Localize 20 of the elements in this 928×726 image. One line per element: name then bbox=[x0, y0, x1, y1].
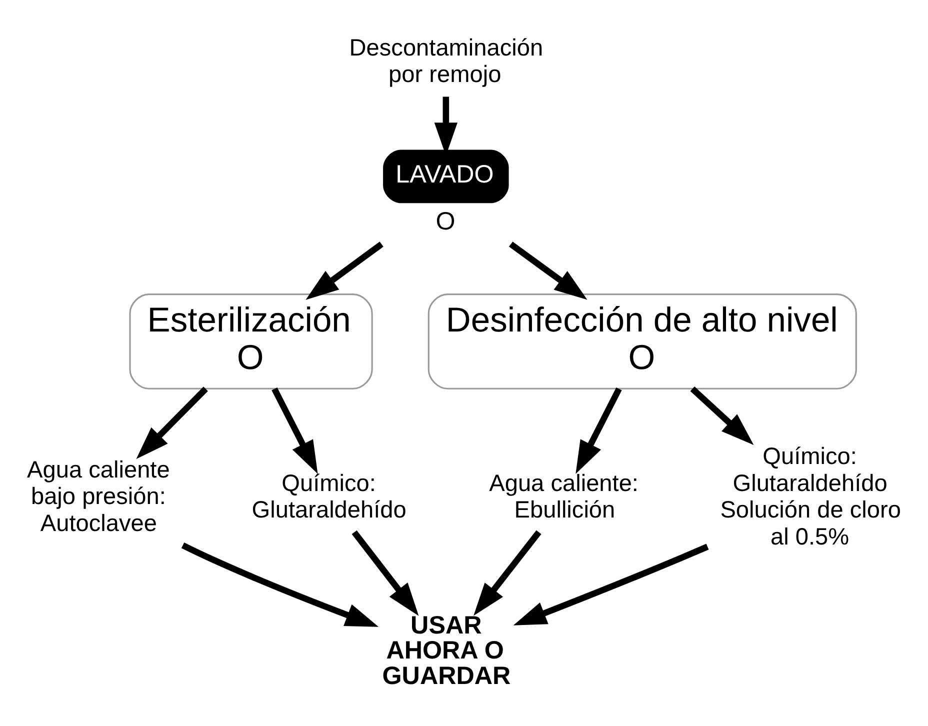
arrow bbox=[306, 241, 384, 300]
node-text: Agua caliente bajo presión: Autoclavee bbox=[27, 456, 170, 536]
node-text: Químico: Glutaraldehído bbox=[252, 469, 406, 522]
node-box: Esterilización O bbox=[129, 293, 373, 389]
node-box: LAVADO bbox=[383, 149, 509, 203]
node-text: Descontaminación por remojo bbox=[349, 34, 544, 87]
arrow bbox=[508, 241, 588, 300]
arrow bbox=[272, 386, 318, 474]
node-label: O bbox=[436, 207, 456, 236]
arrow bbox=[576, 386, 622, 474]
arrow bbox=[181, 542, 379, 626]
node-box: Desinfección de alto nivel O bbox=[428, 293, 857, 389]
node-text: Químico: Glutaraldehído Solución de cloro al 0.5% bbox=[720, 442, 901, 549]
arrow bbox=[513, 543, 709, 625]
arrow bbox=[690, 386, 754, 445]
arrow bbox=[352, 530, 419, 616]
node-text: USAR AHORA O GUARDAR bbox=[382, 611, 511, 690]
arrow bbox=[474, 530, 542, 616]
arrow bbox=[136, 386, 208, 459]
node-text: Agua caliente: Ebullición bbox=[489, 469, 638, 522]
